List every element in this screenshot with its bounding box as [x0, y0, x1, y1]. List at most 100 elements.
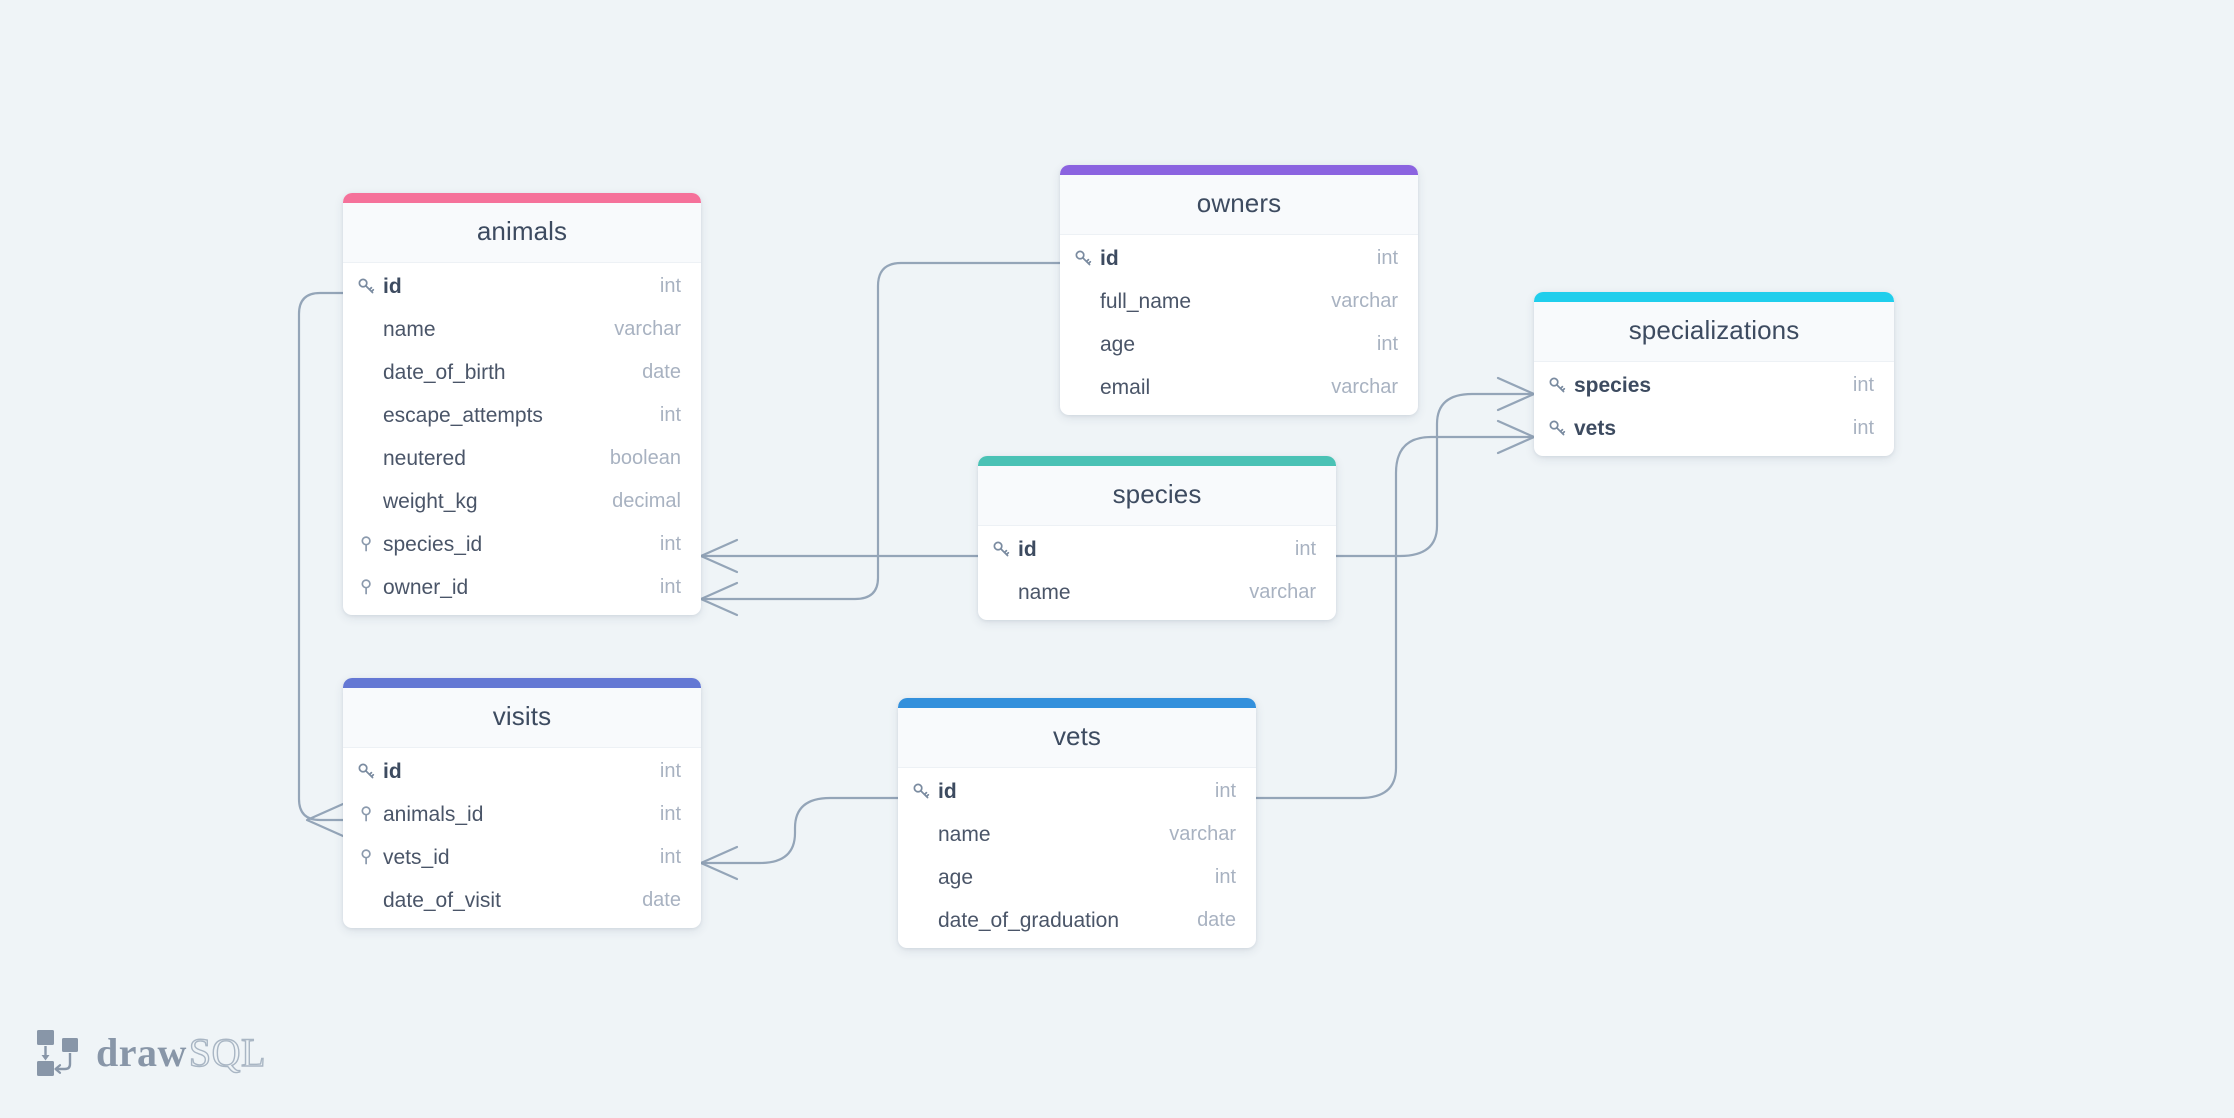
pin-icon: [357, 535, 383, 554]
column-name: animals_id: [383, 802, 484, 826]
crowfoot-animals-species: [699, 538, 739, 574]
logo-sql-text: SQL: [188, 1030, 266, 1075]
column-name: name: [938, 822, 991, 846]
column-type: int: [659, 533, 681, 555]
column-name: id: [383, 274, 402, 298]
column-name: neutered: [383, 446, 466, 470]
column-name: full_name: [1100, 289, 1192, 313]
column-name: id: [1100, 246, 1119, 270]
key-icon: [1074, 249, 1100, 268]
column-type: int: [1852, 417, 1874, 439]
column-type: int: [1214, 866, 1236, 888]
table-accent-bar: [343, 678, 701, 688]
column-name: species_id: [383, 532, 483, 556]
key-icon: [992, 540, 1018, 559]
column-name: age: [1100, 332, 1136, 356]
column-row[interactable]: species_id int: [343, 523, 701, 566]
column-type: varchar: [1249, 581, 1316, 603]
column-name: id: [938, 779, 957, 803]
pin-icon: [357, 848, 383, 867]
table-title: visits: [343, 688, 701, 748]
key-icon: [357, 762, 383, 781]
connector-visits-animals: [297, 291, 345, 822]
logo-draw-text: draw: [96, 1030, 187, 1075]
column-name: age: [938, 865, 974, 889]
column-row[interactable]: animals_id int: [343, 793, 701, 836]
column-row[interactable]: name varchar: [978, 571, 1336, 614]
column-name: email: [1100, 375, 1151, 399]
column-type: int: [1852, 374, 1874, 396]
column-row[interactable]: full_name varchar: [1060, 280, 1418, 323]
drawsql-diagram-mark-icon: [30, 1028, 82, 1078]
column-name: vets: [1574, 416, 1617, 440]
table-accent-bar: [343, 193, 701, 203]
crowfoot-visits-animals: [305, 802, 345, 838]
column-row[interactable]: id int: [343, 750, 701, 793]
column-row[interactable]: age int: [1060, 323, 1418, 366]
column-row[interactable]: vets int: [1534, 407, 1894, 450]
column-type: int: [659, 275, 681, 297]
key-icon: [1548, 419, 1574, 438]
column-type: varchar: [1169, 823, 1236, 845]
column-name: name: [1018, 580, 1071, 604]
column-row[interactable]: id int: [343, 265, 701, 308]
column-name: id: [1018, 537, 1037, 561]
column-row[interactable]: owner_id int: [343, 566, 701, 609]
column-type: boolean: [609, 447, 681, 469]
column-row[interactable]: species int: [1534, 364, 1894, 407]
column-row[interactable]: age int: [898, 856, 1256, 899]
column-row[interactable]: id int: [898, 770, 1256, 813]
column-row[interactable]: date_of_visit date: [343, 879, 701, 922]
column-type: int: [659, 760, 681, 782]
column-type: date: [642, 889, 681, 911]
pin-icon: [357, 805, 383, 824]
column-name: id: [383, 759, 402, 783]
column-name: date_of_visit: [383, 888, 501, 912]
column-type: varchar: [1331, 290, 1398, 312]
column-type: int: [1376, 333, 1398, 355]
crowfoot-visits-vets: [699, 845, 739, 881]
table-accent-bar: [1534, 292, 1894, 302]
table-accent-bar: [978, 456, 1336, 466]
crowfoot-animals-owners: [699, 581, 739, 617]
column-type: int: [659, 846, 681, 868]
column-type: int: [659, 803, 681, 825]
column-type: int: [659, 576, 681, 598]
column-row[interactable]: escape_attempts int: [343, 394, 701, 437]
table-accent-bar: [898, 698, 1256, 708]
table-title: animals: [343, 203, 701, 263]
column-name: date_of_birth: [383, 360, 506, 384]
column-type: date: [642, 361, 681, 383]
column-name: owner_id: [383, 575, 469, 599]
column-row[interactable]: name varchar: [898, 813, 1256, 856]
column-type: int: [659, 404, 681, 426]
column-name: species: [1574, 373, 1652, 397]
table-accent-bar: [1060, 165, 1418, 175]
column-name: escape_attempts: [383, 403, 543, 427]
table-title: species: [978, 466, 1336, 526]
column-name: weight_kg: [383, 489, 478, 513]
column-row[interactable]: date_of_birth date: [343, 351, 701, 394]
column-row[interactable]: neutered boolean: [343, 437, 701, 480]
crowfoot-specializations-vets: [1496, 419, 1536, 455]
column-type: int: [1214, 780, 1236, 802]
